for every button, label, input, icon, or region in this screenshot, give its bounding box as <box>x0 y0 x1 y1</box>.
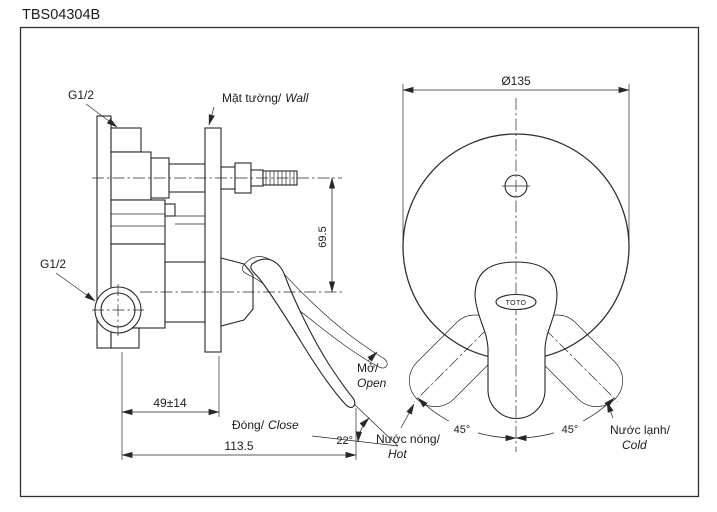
dimension-diameter-label: Ø135 <box>501 74 531 88</box>
wall-leader <box>208 106 215 126</box>
close-axis-line <box>311 435 399 447</box>
logo-badge <box>495 293 537 311</box>
side-view: 69.5 49±14 113.5 22° G1/2 G1/2 Mặt tường… <box>40 88 399 460</box>
hot-angle-label: 45° <box>454 424 471 436</box>
dimension-offset-label: 69.5 <box>317 226 329 247</box>
handle-lever-closed <box>250 258 356 408</box>
hot-label-vi: Nước nóng/ <box>376 432 441 446</box>
front-view: TOTO Ø135 45° 45° Nước nóng/ Hot Nước lạ… <box>376 74 671 461</box>
open-label-vi: Mở/ <box>357 361 379 375</box>
body-clip <box>164 203 176 217</box>
label-mask <box>554 421 586 436</box>
label-mask <box>446 421 478 436</box>
open-leader <box>367 351 378 362</box>
cold-angle-label: 45° <box>562 424 579 436</box>
wall-label: Mặt tường/Wall <box>222 91 309 105</box>
wall-plate <box>204 127 222 353</box>
dimension-reach-label: 113.5 <box>224 439 253 453</box>
cold-label-en: Cold <box>622 438 647 452</box>
drawing-frame <box>19 26 700 498</box>
close-label: Đóng/Close <box>232 418 299 432</box>
g12-top-leader <box>85 103 118 128</box>
g12-bottom-leader <box>55 272 96 302</box>
open-angle-arc <box>355 417 370 443</box>
body-upper-step <box>110 127 142 153</box>
page-title: TBS04304B <box>22 7 100 23</box>
cold-label-vi: Nước lạnh/ <box>610 423 671 437</box>
body-upper-block <box>110 151 152 201</box>
body-mid-block <box>110 199 166 245</box>
open-axis-line <box>353 403 399 447</box>
brand-logo-text: TOTO <box>506 300 527 307</box>
hot-label-en: Hot <box>388 447 407 461</box>
open-label-en: Open <box>357 376 387 390</box>
dimension-depth-label: 49±14 <box>153 396 187 410</box>
open-angle-label: 22° <box>336 435 353 447</box>
cold-leader <box>606 401 614 419</box>
hot-leader <box>400 403 415 429</box>
g12-top-label: G1/2 <box>68 88 94 102</box>
g12-bottom-label: G1/2 <box>40 257 66 271</box>
